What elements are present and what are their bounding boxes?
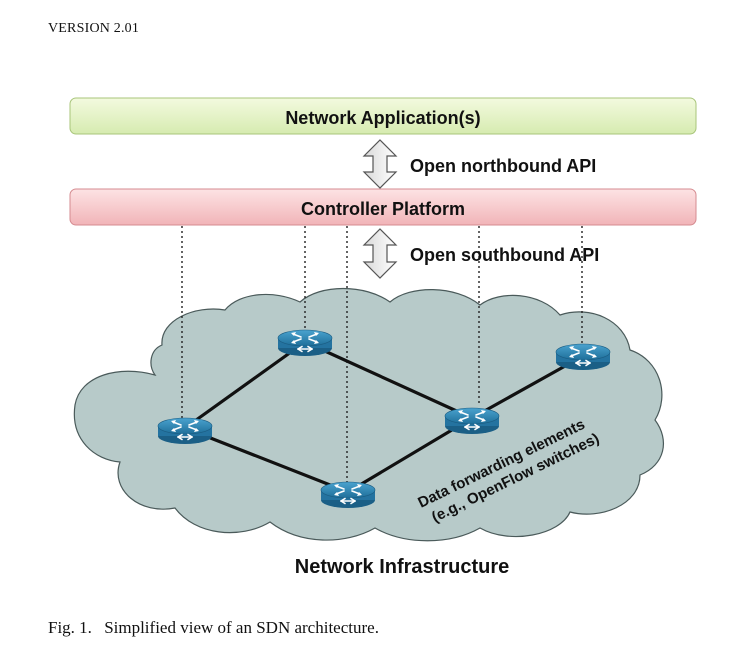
southbound-arrow-icon xyxy=(362,228,398,279)
network-infrastructure-label: Network Infrastructure xyxy=(295,556,510,578)
controller-platform-label: Controller Platform xyxy=(301,199,465,219)
application-layer-label: Network Application(s) xyxy=(285,108,480,128)
controller-platform-bar xyxy=(69,188,697,226)
northbound-api-label: Open northbound API xyxy=(410,156,596,176)
switch-icon xyxy=(555,343,611,371)
northbound-arrow-icon xyxy=(362,139,398,189)
control-channel-lines xyxy=(181,226,583,483)
figure-caption: Fig. 1. Simplified view of an SDN archit… xyxy=(48,618,379,638)
figure-number: Fig. 1. xyxy=(48,618,92,637)
southbound-api-label: Open southbound API xyxy=(410,245,599,265)
application-layer-bar xyxy=(69,97,697,135)
switch-icon xyxy=(157,417,213,445)
figure-caption-text: Simplified view of an SDN architecture. xyxy=(104,618,379,637)
switch-icon xyxy=(444,407,500,435)
switch-icon xyxy=(277,329,333,357)
switch-icon xyxy=(320,481,376,509)
version-header: VERSION 2.01 xyxy=(48,21,140,36)
network-infrastructure-cloud xyxy=(73,288,664,542)
network-links xyxy=(183,340,585,494)
